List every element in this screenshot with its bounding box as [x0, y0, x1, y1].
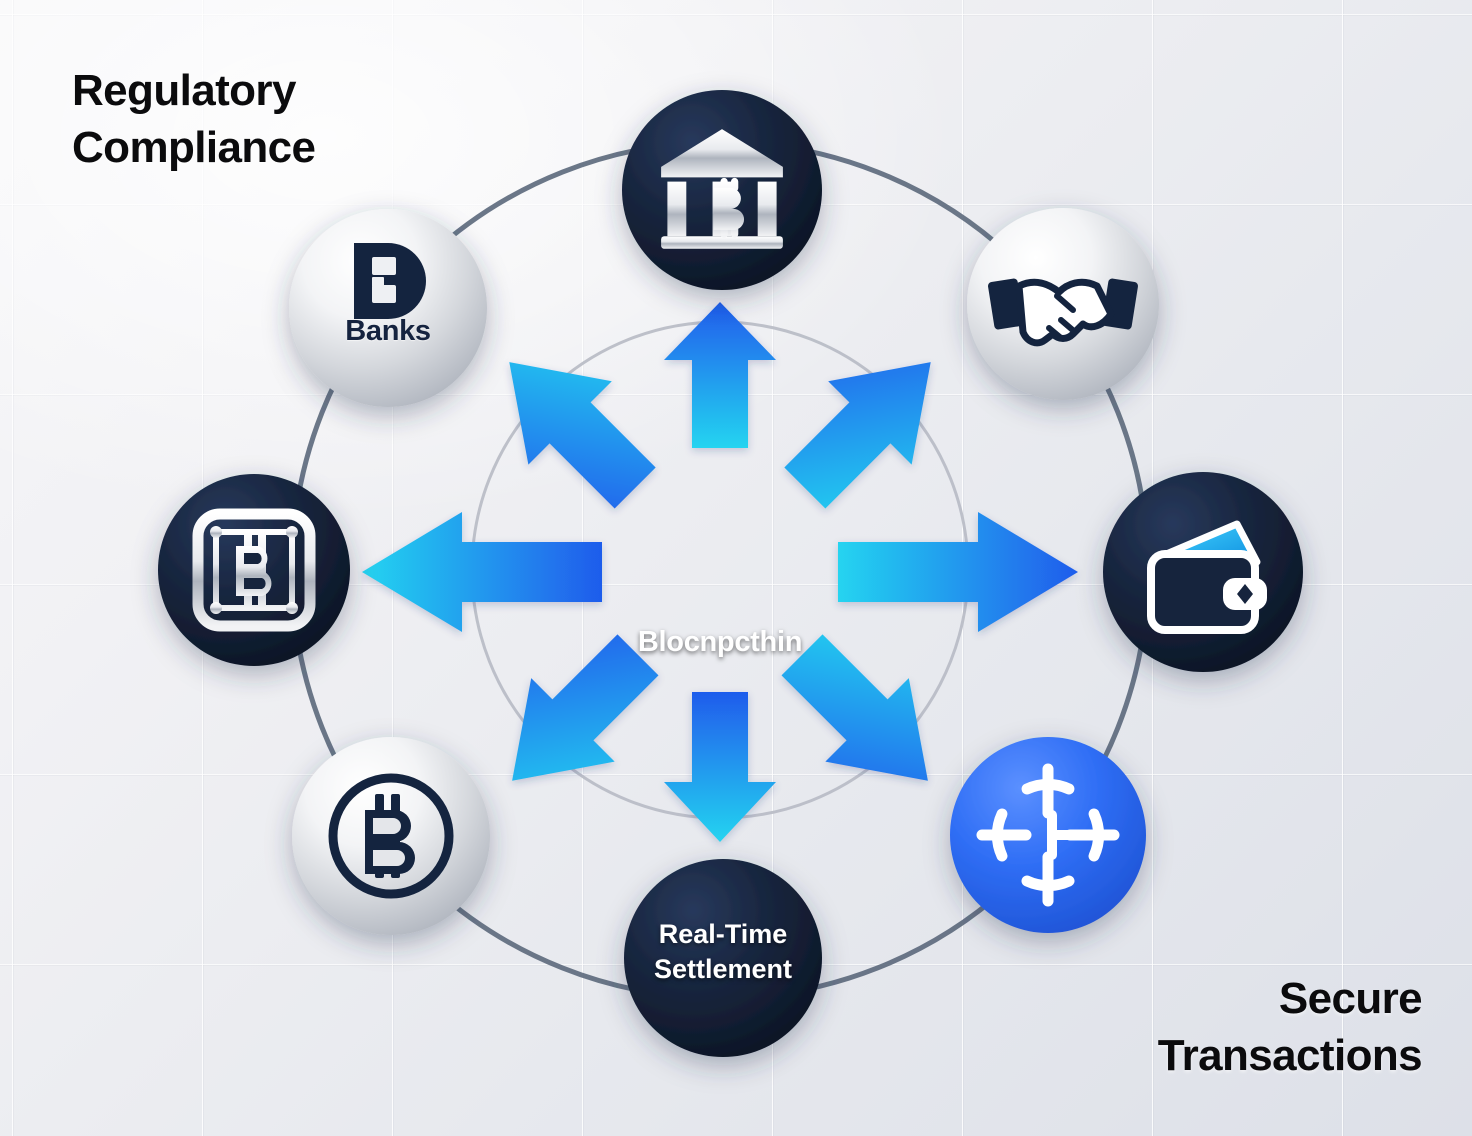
arrow-down-right	[781, 634, 928, 781]
bitcoin-chip-icon	[192, 508, 316, 632]
node-real-time-settlement[interactable]	[624, 859, 822, 1057]
arrow-up	[664, 302, 776, 448]
arrow-up-right	[784, 362, 931, 509]
banks-monogram-icon	[354, 243, 426, 319]
secure-transactions-label: Secure Transactions	[1157, 973, 1423, 1080]
arrow-down-left	[512, 634, 659, 781]
regulatory-compliance-label: Regulatory Compliance	[72, 66, 316, 173]
arrow-right	[838, 512, 1078, 632]
arrow-up-left	[509, 362, 656, 509]
wallet-icon	[1147, 520, 1267, 634]
crosshair-target-icon	[976, 763, 1120, 907]
handshake-icon	[988, 278, 1138, 347]
arrow-down	[664, 692, 776, 842]
bank-bitcoin-icon	[661, 129, 783, 249]
bitcoin-coin-icon	[328, 773, 454, 899]
arrow-left	[362, 512, 602, 632]
